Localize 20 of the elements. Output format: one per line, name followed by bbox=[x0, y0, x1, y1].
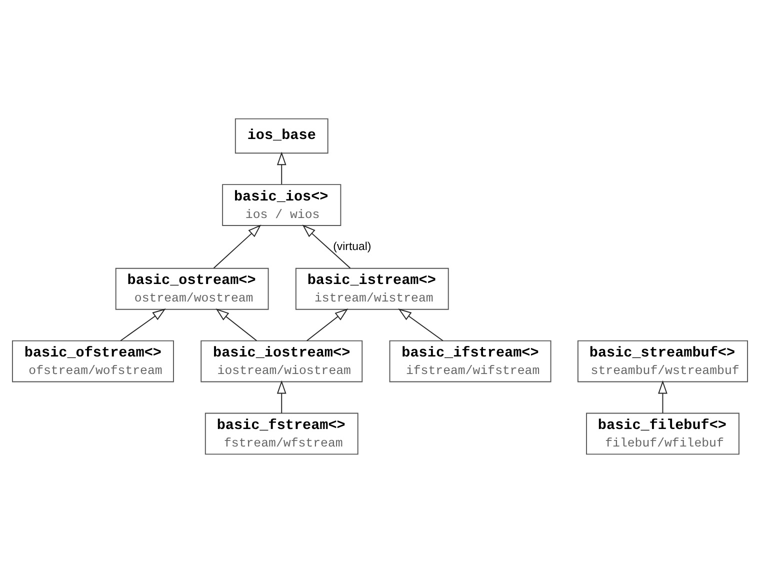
node-box: basic_streambuf<> streambuf/wstreambuf bbox=[577, 340, 748, 382]
arrow bbox=[276, 152, 286, 185]
arrow bbox=[398, 308, 444, 342]
arrow bbox=[216, 308, 258, 342]
node-box: basic_iostream<> iostream/wiostream bbox=[200, 340, 363, 382]
edge-label: (virtual) bbox=[333, 240, 372, 253]
arrow bbox=[302, 224, 351, 269]
node-box: basic_fstream<> fstream/wfstream bbox=[204, 412, 358, 455]
arrow bbox=[658, 380, 668, 414]
node-box: basic_ios<> ios / wios bbox=[222, 184, 342, 226]
node-box: basic_ofstream<> ofstream/wofstream bbox=[12, 340, 174, 382]
node-box: ios_base bbox=[234, 118, 328, 154]
node-box: basic_ostream<> ostream/wostream bbox=[115, 268, 269, 310]
arrow bbox=[120, 308, 166, 342]
node-box: basic_istream<> istream/wistream bbox=[295, 268, 449, 310]
node-box: basic_ifstream<> ifstream/wifstream bbox=[389, 340, 552, 382]
arrow bbox=[276, 380, 286, 414]
arrow bbox=[213, 224, 262, 269]
node-box: basic_filebuf<> filebuf/wfilebuf bbox=[586, 412, 740, 455]
arrow bbox=[306, 308, 348, 342]
